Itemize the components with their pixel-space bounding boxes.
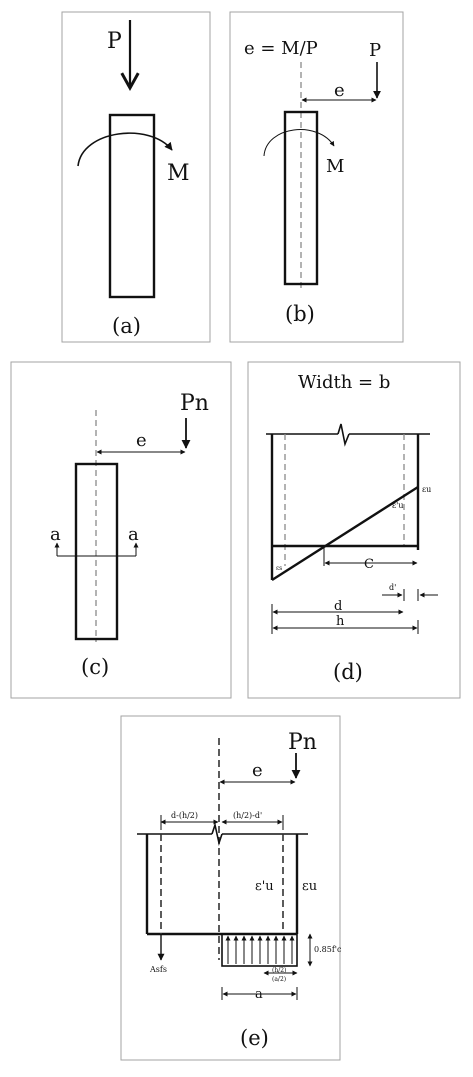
panel-a-caption: (a) [112,314,141,338]
panel-d-caption: (d) [333,660,363,684]
panel-e-stress-sub-top: (h/2) [272,967,286,974]
panel-b-load-label: P [369,40,381,61]
panel-c: Pn e a a (c) [10,361,232,699]
panel-d-width-label: Width = b [298,372,390,393]
panel-b-frame [229,11,404,343]
panel-e-stress-arrows [225,935,295,964]
panel-b-column [283,110,319,286]
panel-e-stress-block-label: 0.85f'c [314,945,342,954]
panel-a-load-label: P [107,29,122,54]
panel-b-moment-label: M [326,156,344,177]
panel-a-column [108,113,156,299]
panel-d-cover-label: d' [389,583,396,592]
panel-d-strain-concrete: εu [422,485,431,494]
panel-e-strain-compression-steel: ε'u [255,879,274,894]
panel-e-strain-concrete: εu [302,879,317,894]
panel-d-effective-depth: d [334,599,342,614]
panel-e-arm-left-label: d-(h/2) [171,811,198,820]
panel-e-tension-force: Asfs [149,965,167,974]
panel-c-caption: (c) [81,655,109,679]
panel-b-eccentricity-formula: e = M/P [244,38,318,59]
panel-e-frame [120,715,341,1061]
panel-c-load-label: Pn [180,391,209,416]
panel-c-section-left-label: a [50,524,61,545]
panel-e-block-depth: a [255,987,263,1002]
panel-d-strain-compression-steel: ε'u [392,501,404,510]
panel-e-arm-right-label: (h/2)-d' [233,811,262,820]
panel-c-eccentricity-label: e [136,430,147,451]
panel-e-eccentricity-label: e [252,760,263,781]
panel-c-frame [10,361,232,699]
panel-e-stress-sub-bottom: (a/2) [272,976,286,983]
panel-d: Width = b ε'u εu εs C d' d h (d) [247,361,461,699]
panel-e-load-label: Pn [288,730,317,755]
panel-a-moment-label: M [167,161,190,186]
panel-b: e = M/P P e M (b) [229,11,404,343]
panel-b-moment-arrow [263,129,335,157]
panel-c-section-right-label: a [128,524,139,545]
panel-a: P M (a) [61,11,211,343]
panel-e: Pn e d-(h/2) (h/2)-d' ε'u εu Asfs [120,715,342,1061]
panel-d-total-depth: h [336,614,345,629]
panel-e-caption: (e) [240,1026,269,1050]
panel-d-break-mark [337,423,350,447]
panel-c-column [74,462,119,641]
panel-d-strain-tension-steel: εs [276,565,282,572]
panel-d-frame [247,361,461,699]
panel-d-neutral-axis-depth: C [364,557,374,572]
panel-a-frame [61,11,211,343]
panel-b-caption: (b) [285,302,315,326]
panel-e-break-mark [211,822,223,846]
panel-b-eccentricity-label: e [334,80,345,101]
panel-e-stress-block [221,933,298,967]
panel-a-moment-arrow [77,132,173,167]
panel-d-strain-line [271,485,419,582]
